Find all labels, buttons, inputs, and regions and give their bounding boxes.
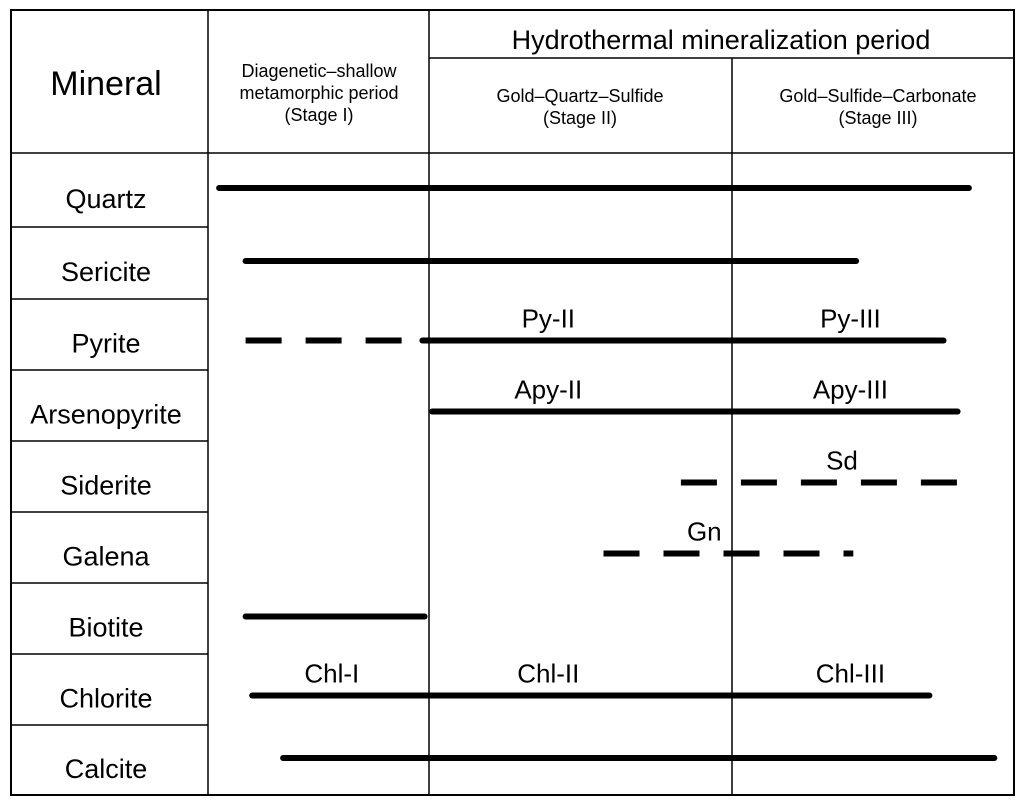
- stage-label: Py-III: [820, 304, 881, 334]
- mineral-row: Siderite Sd: [60, 446, 958, 501]
- table-grid: [10, 9, 1015, 796]
- outer-border: [10, 9, 1015, 796]
- mineral-name: Quartz: [65, 184, 146, 214]
- stage2-line2: (Stage II): [543, 108, 617, 128]
- mineral-name: Calcite: [65, 754, 148, 784]
- stage-label: Chl-II: [517, 659, 579, 689]
- mineral-row: Sericite: [61, 257, 860, 287]
- mineral-name: Siderite: [60, 471, 152, 501]
- mineral-row: Galena Gn: [62, 517, 854, 572]
- stage-label: Py-II: [522, 304, 575, 334]
- stage-label: Gn: [687, 517, 722, 547]
- stage-label: Apy-II: [514, 375, 582, 405]
- mineral-name: Sericite: [61, 257, 151, 287]
- mineral-row: Pyrite Py-II Py-III: [71, 304, 947, 359]
- mineral-row: Calcite: [65, 754, 998, 784]
- mineral-name: Chlorite: [59, 684, 152, 714]
- stage3-line1: Gold–Sulfide–Carbonate: [779, 86, 976, 106]
- mineral-name: Biotite: [68, 613, 143, 643]
- row-dividers: [11, 226, 208, 726]
- stage3-line2: (Stage III): [838, 108, 917, 128]
- stage-label: Chl-III: [816, 659, 885, 689]
- stage-label: Apy-III: [813, 375, 888, 405]
- table-header: Mineral Diagenetic–shallow metamorphic p…: [50, 25, 976, 128]
- stage-label: Sd: [826, 446, 858, 476]
- period1-line2: metamorphic period: [239, 83, 398, 103]
- period1-line3: (Stage I): [284, 105, 353, 125]
- mineral-row: Chlorite Chl-I Chl-II Chl-III: [59, 659, 933, 714]
- mineral-name: Galena: [62, 542, 150, 572]
- period1-line1: Diagenetic–shallow: [241, 61, 397, 81]
- mineral-name: Pyrite: [71, 329, 140, 359]
- mineral-row: Quartz: [65, 184, 972, 214]
- hydrothermal-period-header: Hydrothermal mineralization period: [512, 25, 931, 55]
- mineral-row: Arsenopyrite Apy-II Apy-III: [30, 375, 961, 430]
- stage2-line1: Gold–Quartz–Sulfide: [496, 86, 663, 106]
- mineral-column-header: Mineral: [50, 65, 161, 103]
- stage-label: Chl-I: [304, 659, 359, 689]
- mineral-name: Arsenopyrite: [30, 400, 182, 430]
- mineral-row: Biotite: [68, 613, 428, 643]
